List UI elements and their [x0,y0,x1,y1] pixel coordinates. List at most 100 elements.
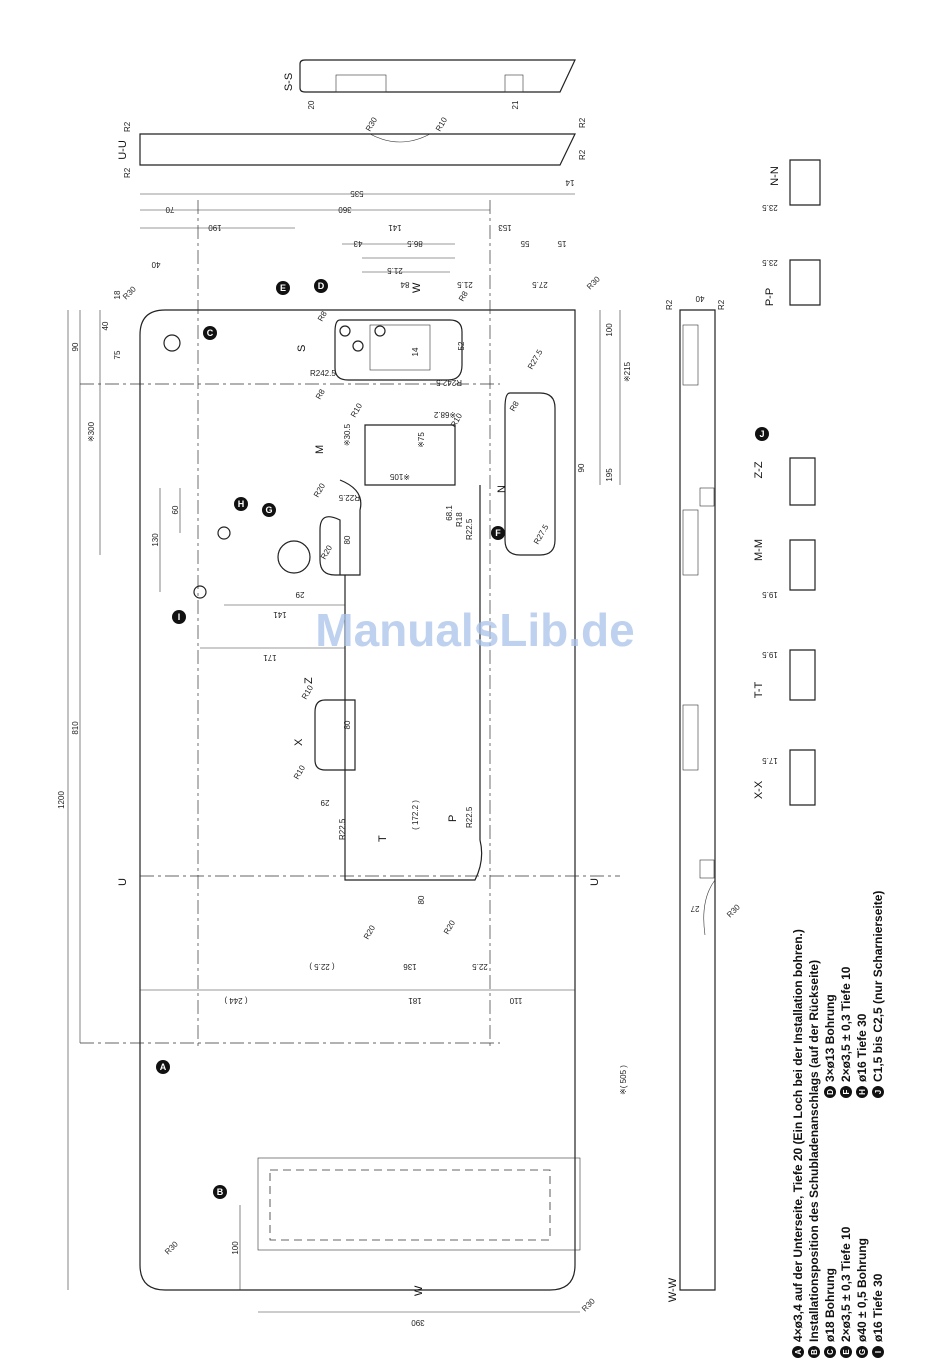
dim-100a: 100 [605,323,614,337]
radius-texts: R30 R30 R30 R30 R30 R30 R10 R10 R10 R10 … [121,115,742,1313]
callout-f: F [491,526,505,540]
dim-175: 17.5 [762,756,778,765]
dim-195b: 19.5 [762,590,778,599]
dim-15: 15 [557,239,566,248]
svg-text:H: H [858,1089,867,1095]
svg-text:F: F [842,1089,851,1094]
callout-i: I [172,610,186,624]
radius-r10-b: R10 [349,401,364,419]
callout-j: J [755,427,769,441]
svg-text:H: H [238,499,245,509]
radius-r2425-a: R242.5 [310,369,336,378]
radius-r10-a: R10 [434,115,449,133]
dim-52: 52 [457,341,466,350]
dim-90b: 90 [577,463,586,472]
section-label-mm: M-M [753,539,765,561]
dim-110: 110 [509,996,522,1005]
section-label-nn: N-N [769,166,781,186]
cut-mark-w2: W [413,1285,425,1296]
legend-item-j: J C1,5 bis C2,5 (nur Scharnierseite) [871,891,885,1098]
dim-80a: 80 [343,535,352,544]
svg-text:2×ø3,5 ± 0,3 Tiefe 10: 2×ø3,5 ± 0,3 Tiefe 10 [839,1226,853,1342]
svg-text:A: A [794,1349,803,1355]
cut-mark-u2: U [589,878,601,886]
dim-215b: 21.5 [457,280,473,289]
dim-1412: 141 [273,610,287,619]
section-uu-view [139,133,576,166]
radius-r8-b: R8 [457,289,470,303]
dim-27: 27 [690,904,699,913]
dim-195: 195 [605,468,614,482]
cut-mark-m: M [314,445,326,454]
dim-29b: 29 [320,798,329,807]
cut-mark-p: P [447,815,459,822]
svg-text:A: A [160,1062,167,1072]
dim-681: 68.1 [445,505,454,521]
dim-136: 136 [403,962,417,971]
radius-r10-d: R10 [300,683,315,701]
callout-b: B [213,1185,227,1199]
callout-e: E [276,281,290,295]
dim-305: ※30.5 [343,423,352,446]
dim-195c: 19.5 [762,650,778,659]
svg-text:E: E [280,283,286,293]
dim-181: 181 [408,996,422,1005]
dim-225a: ( 22.5 ) [309,962,335,971]
section-ss-view [299,59,576,93]
dim-86: 86.5 [407,239,423,248]
dim-190: 190 [208,223,222,232]
machine-cutout [314,319,556,881]
radius-r30-d: R30 [580,1296,597,1313]
radius-r225-a: R22.5 [338,493,360,502]
section-side-view [679,309,716,1291]
dimension-lines [67,193,621,1313]
dim-14: 14 [565,178,574,187]
radius-r10-e: R10 [292,763,307,781]
dim-215: ※215 [623,361,632,382]
legend: A 4×ø3,4 auf der Unterseite, Tiefe 20 (E… [791,891,885,1358]
callout-d: D [314,279,328,293]
svg-text:ø18 Bohrung: ø18 Bohrung [823,1268,837,1342]
dim-390: 390 [411,1318,425,1327]
dim-29a: 29 [295,590,304,599]
dim-244: ( 244 ) [224,996,247,1005]
radius-r275-b: R27.5 [532,523,551,546]
svg-text:ø16 Tiefe 30: ø16 Tiefe 30 [871,1273,885,1342]
legend-item-i: I ø16 Tiefe 30 [871,1273,885,1358]
radius-r275-a: R27.5 [526,348,545,371]
radius-r225-c: R22.5 [338,818,347,840]
svg-text:E: E [842,1349,851,1355]
radius-r30-a: R30 [121,284,138,301]
dim-90: 90 [71,342,80,351]
radius-r30-b: R30 [585,274,602,291]
cut-mark-z: Z [303,677,315,684]
legend-item-f: F 2×ø3,5 ± 0,3 Tiefe 10 [839,966,853,1098]
dim-130: 130 [151,533,160,547]
svg-text:Installationsposition des Schu: Installationsposition des Schubladenansc… [807,960,821,1342]
holes [163,325,386,599]
dim-75b: ※75 [417,432,426,448]
dim-1722: ( 172.2 ) [411,800,420,830]
callout-a: A [156,1060,170,1074]
dim-14b: 14 [411,347,420,356]
section-label-pp: P-P [764,288,776,306]
cut-mark-u: U [117,878,129,886]
svg-text:4×ø3,4 auf der Unterseite, Tie: 4×ø3,4 auf der Unterseite, Tiefe 20 (Ein… [791,929,805,1342]
dim-141: 141 [388,223,402,232]
dim-171: 171 [263,653,277,662]
radius-r30-ss: R30 [364,115,379,133]
dim-275: 27.5 [532,280,548,289]
dim-70: 70 [165,205,174,214]
radius-r2-f: R2 [717,299,726,310]
radius-r30-c: R30 [163,1239,180,1256]
radius-r2425-b: R242.5 [436,378,462,387]
dim-80b: 80 [343,720,352,729]
cut-marks: S W W M N Z X P T U U [117,282,601,1296]
dim-40: 40 [151,260,160,269]
dim-21: 21 [511,100,520,109]
section-label-uu: U-U [117,140,129,160]
svg-text:D: D [318,281,325,291]
dim-300: ※300 [87,421,96,442]
cut-mark-s: S [296,345,308,352]
